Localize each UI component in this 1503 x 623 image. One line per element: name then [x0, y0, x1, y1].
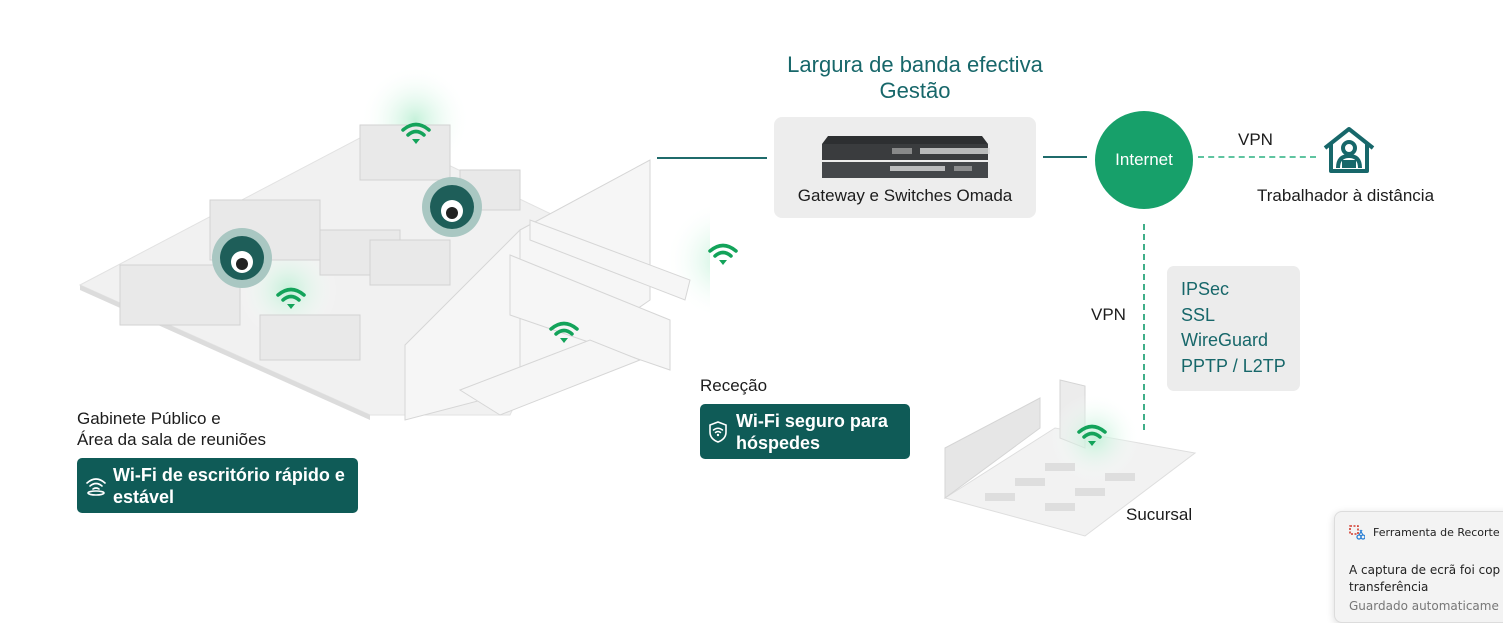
remote-worker-label: Trabalhador à distância [1257, 186, 1435, 205]
office-title: Gabinete Público e Área da sala de reuni… [77, 408, 266, 450]
reception-title: Receção [700, 376, 768, 395]
protocol-item: PPTP / L2TP [1181, 355, 1286, 376]
shield-wifi-icon [709, 420, 727, 443]
wifi-ap-icon [86, 477, 106, 496]
wifi-icon [549, 321, 579, 343]
vpn-label-branch: VPN [1091, 305, 1126, 324]
gateway-switch-device [822, 136, 990, 178]
heading-line-1: Largura de banda efectiva [787, 52, 1043, 77]
connector-office-gateway [657, 157, 767, 159]
home-worker-icon [1323, 127, 1375, 173]
office-badge-line-1: Wi-Fi de escritório rápido e [113, 465, 345, 485]
office-badge-line-2: estável [113, 487, 175, 507]
connector-gateway-internet [1043, 156, 1087, 158]
bandwidth-heading: Largura de banda efectiva Gestão [760, 52, 1070, 104]
vpn-link-branch [1143, 224, 1145, 430]
branch-label: Sucursal [1126, 505, 1193, 524]
gateway-label: Gateway e Switches Omada [797, 186, 1013, 205]
wifi-icon [401, 122, 431, 144]
snipping-tool-notification[interactable]: Ferramenta de Recorte A captura de ecrã … [1334, 511, 1503, 623]
office-floor-illustration [78, 70, 710, 421]
internet-label: Internet [1115, 150, 1173, 169]
reception-badge-line-1: Wi-Fi seguro para [736, 411, 888, 431]
wifi-icon [276, 287, 306, 309]
reception-wifi-badge: Wi-Fi seguro para hóspedes [700, 404, 910, 459]
heading-line-2: Gestão [879, 78, 951, 103]
toast-message-line-2: transferência [1349, 580, 1429, 594]
wifi-icon [708, 243, 738, 265]
internet-node: Internet [1095, 111, 1193, 209]
toast-subtext: Guardado automaticame [1349, 599, 1499, 613]
office-title-line-1: Gabinete Público e [77, 409, 221, 428]
office-wifi-badge: Wi-Fi de escritório rápido e estável [77, 458, 358, 513]
vpn-protocols-box: IPSec SSL WireGuard PPTP / L2TP [1167, 266, 1300, 391]
snipping-tool-icon [1349, 525, 1365, 540]
toast-message: A captura de ecrã foi cop transferência [1349, 562, 1503, 596]
office-title-line-2: Área da sala de reuniões [77, 430, 267, 449]
toast-message-line-1: A captura de ecrã foi cop [1349, 563, 1501, 577]
protocol-item: IPSec [1181, 279, 1230, 299]
protocol-item: WireGuard [1181, 330, 1269, 350]
reception-badge-line-2: hóspedes [736, 433, 821, 453]
protocol-item: SSL [1181, 304, 1216, 325]
toast-app-name: Ferramenta de Recorte [1373, 526, 1500, 539]
vpn-label-remote: VPN [1238, 130, 1273, 149]
vpn-link-remote [1198, 156, 1316, 158]
wifi-icon [1077, 424, 1107, 446]
branch-office-illustration [943, 379, 1197, 537]
